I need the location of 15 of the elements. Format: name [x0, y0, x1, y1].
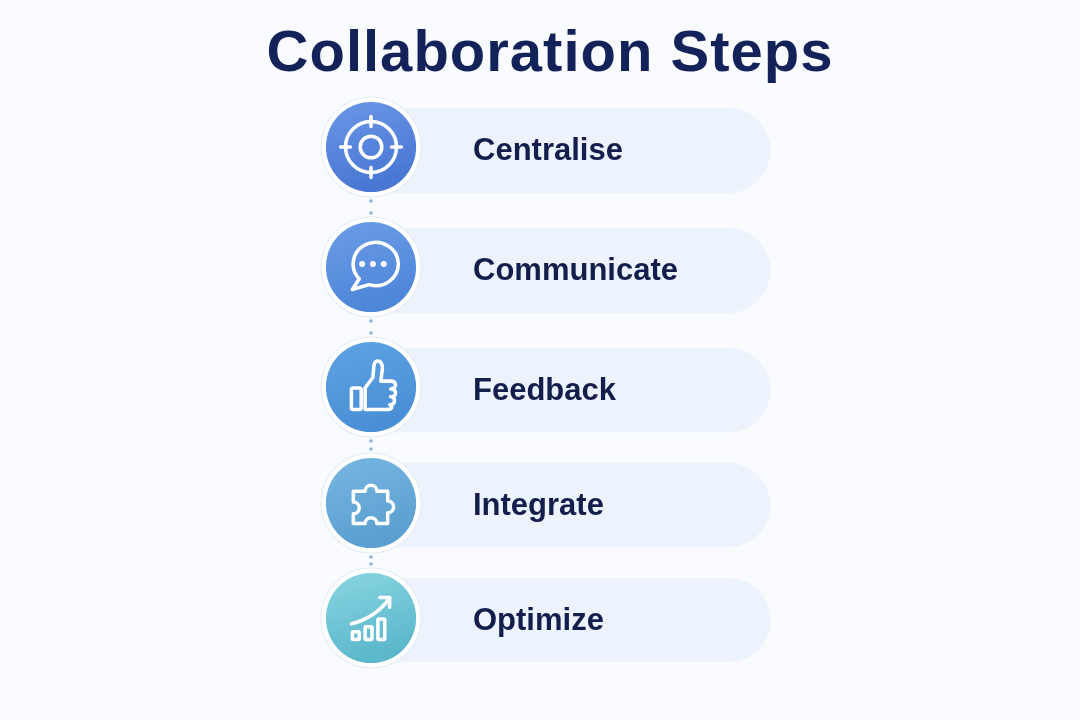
step-pill [320, 96, 770, 198]
dotted-connector [369, 316, 373, 338]
step-label: Optimize [473, 600, 604, 639]
title: Collaboration Steps [266, 17, 834, 85]
step-pill [320, 336, 770, 438]
step-label: Centralise [473, 131, 623, 169]
dotted-connector [369, 552, 373, 569]
dotted-connector [369, 196, 373, 218]
step-label: Integrate [473, 485, 604, 524]
step-pill [320, 567, 770, 669]
step-pill [320, 452, 770, 554]
step-label: Communicate [473, 251, 678, 289]
dotted-connector [369, 436, 373, 454]
step-pill [320, 216, 770, 318]
step-label: Feedback [473, 370, 616, 409]
